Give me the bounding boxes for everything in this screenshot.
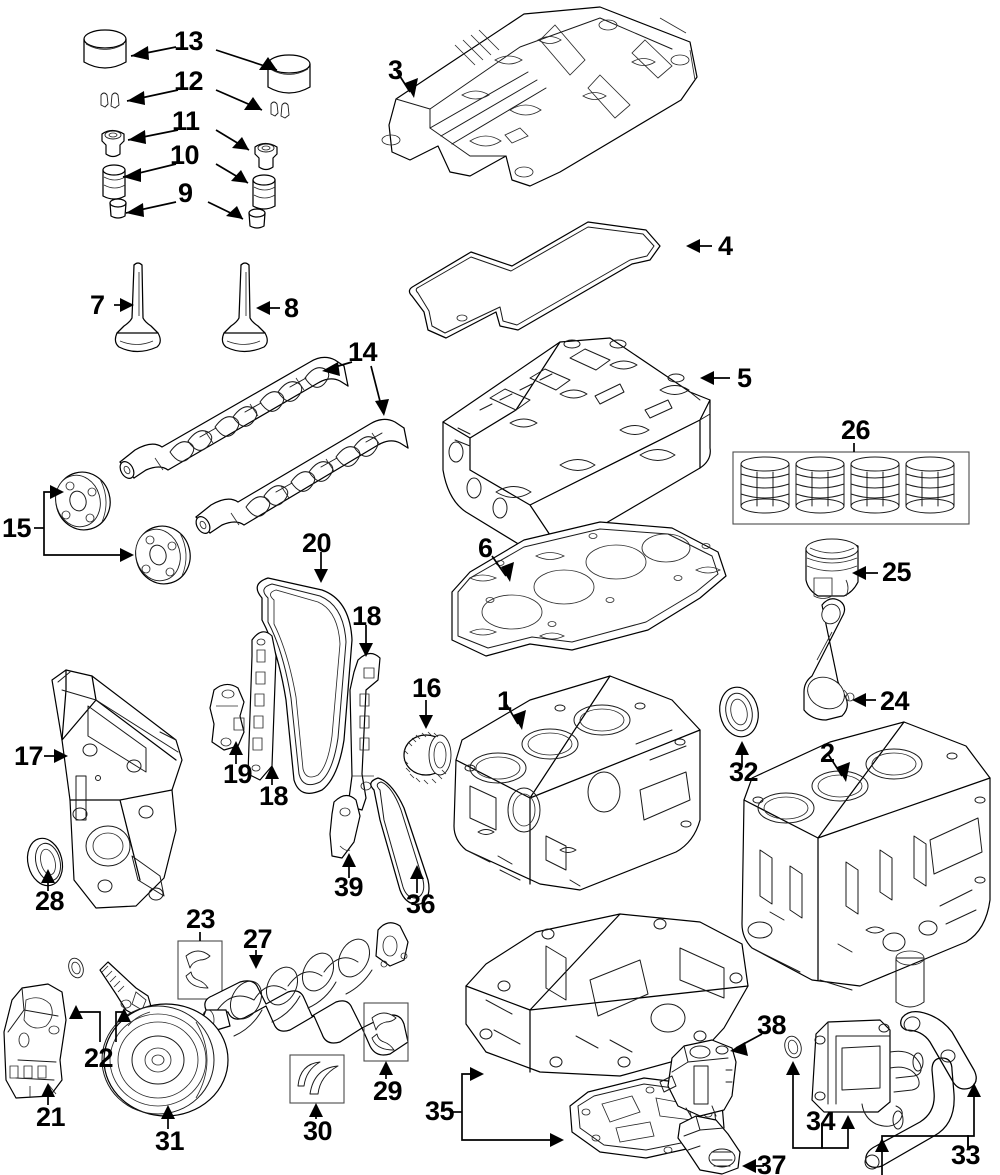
part-valve-stem-seal-left [101,129,125,158]
part-spring-retainer-left [109,198,127,219]
callout-31[interactable]: 31 [155,1126,185,1156]
callout-25[interactable]: 25 [882,557,912,587]
part-head-gasket [451,521,727,657]
callout-8[interactable]: 8 [284,293,299,323]
callout-18[interactable]: 18 [352,601,382,631]
callout-13[interactable]: 13 [174,26,204,56]
part-oring-22 [68,957,84,979]
callout-32[interactable]: 32 [729,757,759,787]
callout-15[interactable]: 15 [2,513,32,543]
part-chain-tensioner [209,683,245,751]
part-oil-pump-housing [3,983,67,1099]
part-intake-valve [114,262,161,353]
part-oil-cooler-hose-lower [864,1049,956,1170]
callout-27[interactable]: 27 [243,924,273,954]
part-cylinder-block-assembly [741,721,991,1008]
callout-33[interactable]: 33 [951,1140,981,1170]
part-cam-sprocket-lower [135,525,191,585]
callout-10[interactable]: 10 [170,140,200,170]
part-valve-lifter-right [267,54,311,94]
callout-18b[interactable]: 18 [259,781,289,811]
part-connecting-rod [803,598,855,721]
callout-28[interactable]: 28 [35,886,65,916]
callout-4[interactable]: 4 [718,231,733,261]
callout-35[interactable]: 35 [425,1096,455,1126]
part-cylinder-head [442,337,711,551]
part-piston-ring-set [732,451,970,525]
callout-14[interactable]: 14 [348,337,378,367]
part-cam-sprocket-upper [55,471,111,531]
callout-21[interactable]: 21 [36,1102,66,1132]
callout-19[interactable]: 19 [223,759,253,789]
callout-22[interactable]: 22 [84,1043,114,1073]
part-oil-pan-upper [465,913,749,1077]
leader-lines [34,46,981,1175]
callout-11[interactable]: 11 [172,106,200,136]
callout-3[interactable]: 3 [388,55,403,85]
callout-5[interactable]: 5 [737,363,752,393]
callout-23[interactable]: 23 [186,904,216,934]
part-oil-cooler [811,1019,924,1130]
part-oil-pickup-tube [677,1115,741,1175]
part-valve-stem-seal-right [254,142,278,171]
part-valve-cover-gasket [408,221,661,339]
part-valve-spring-left [102,164,126,200]
callout-17[interactable]: 17 [14,741,44,771]
part-spring-retainer-right [248,208,266,229]
part-crankshaft-pulley [101,1003,229,1117]
callout-37[interactable]: 37 [757,1150,787,1175]
callout-6[interactable]: 6 [478,533,493,563]
part-crankshaft-sprocket [403,731,452,785]
part-oil-pump-chain [370,777,430,905]
part-timing-chain [256,577,353,794]
part-valve-keeper-right [270,101,290,119]
part-valve-spring-right [252,174,276,210]
part-rod-bearing-set [177,940,223,1000]
part-front-crankshaft-seal [26,837,64,887]
part-piston [805,538,859,599]
callout-9[interactable]: 9 [178,178,193,208]
callout-36[interactable]: 36 [406,889,436,919]
part-oil-pump-assembly [659,1039,737,1119]
part-chain-guide-left [247,631,277,781]
callout-12[interactable]: 12 [174,66,204,96]
part-oil-cooler-seal [784,1035,802,1059]
part-camshaft-lower [195,418,409,534]
callout-7[interactable]: 7 [90,290,105,320]
callout-16[interactable]: 16 [412,673,442,703]
part-crankshaft [201,922,409,1056]
part-timing-cover [51,669,183,909]
callout-20[interactable]: 20 [302,528,332,558]
callout-30[interactable]: 30 [303,1116,333,1146]
callout-2[interactable]: 2 [820,738,835,768]
callout-29[interactable]: 29 [373,1076,403,1106]
part-camshaft-upper [119,356,349,479]
callout-34[interactable]: 34 [806,1106,836,1136]
part-rear-crankshaft-seal [719,686,759,738]
part-valve-lifter-left [83,29,127,69]
part-valve-cover [381,6,698,187]
callout-24[interactable]: 24 [880,686,910,716]
part-chain-guide-right [347,652,381,811]
part-oil-cooler-hose-upper [900,1011,977,1090]
part-tensioner-arm [329,794,361,859]
callout-1[interactable]: 1 [497,686,512,716]
part-thrust-washer-set [289,1054,345,1104]
callout-26[interactable]: 26 [841,415,871,445]
part-valve-keeper-left [100,92,120,109]
part-exhaust-valve [221,262,268,353]
callout-39[interactable]: 39 [334,872,364,902]
part-cylinder-block-bare [453,675,701,891]
callout-38[interactable]: 38 [757,1010,787,1040]
